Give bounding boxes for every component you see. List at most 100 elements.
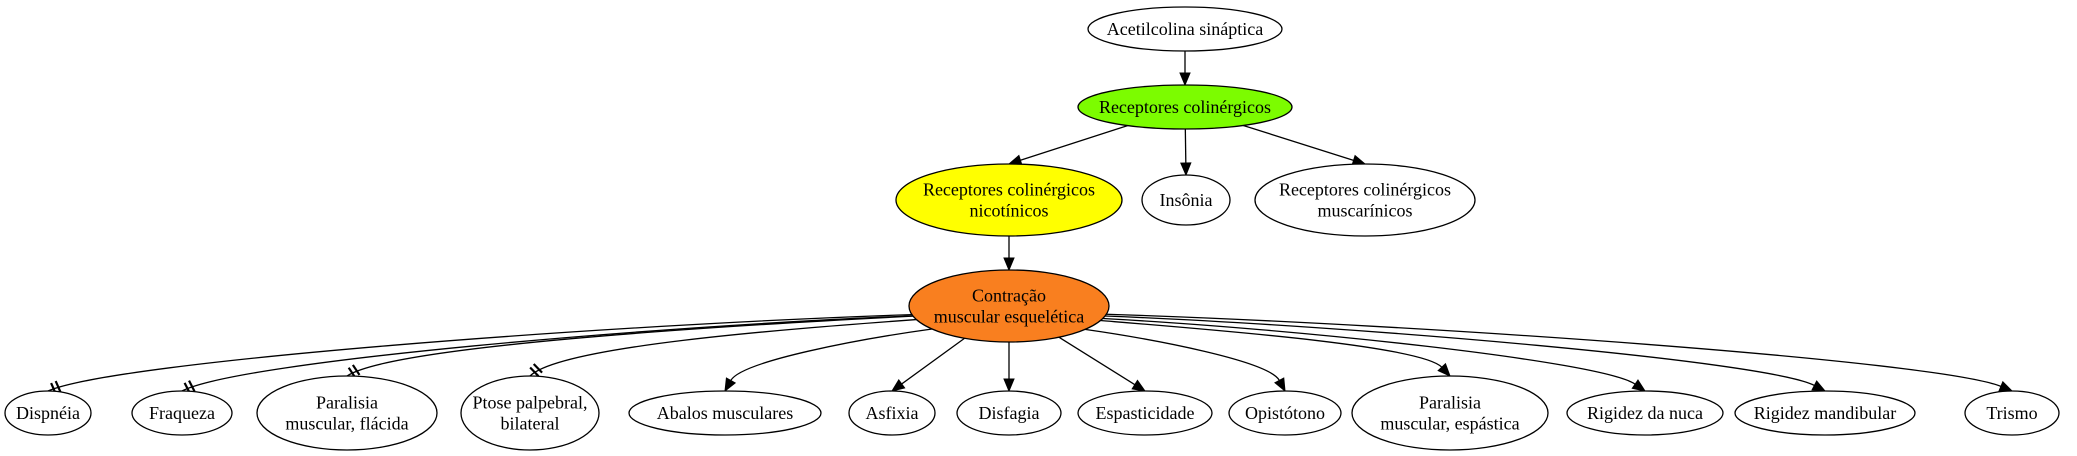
arrow-head-icon <box>1180 162 1192 177</box>
node-asfixia-ellipse <box>848 390 936 436</box>
edge-acetilcolina-to-receptores <box>1179 51 1191 87</box>
edge-line <box>730 328 933 381</box>
node-nicotinicos-label: nicotínicos <box>970 201 1049 221</box>
node-espasticidade-ellipse <box>1077 390 1213 436</box>
node-trismo: Trismo <box>1964 390 2060 436</box>
node-muscarinicos-label: Receptores colinérgicos <box>1279 180 1451 200</box>
node-receptores-label: Receptores colinérgicos <box>1099 97 1271 117</box>
tee-mark-icon <box>188 380 196 392</box>
arrow-head-icon <box>1811 380 1827 392</box>
edge-nicotinicos-to-contracao <box>1003 235 1015 272</box>
edge-line <box>1100 319 1443 368</box>
edge-line <box>901 337 965 385</box>
edge-line <box>47 313 912 392</box>
node-dispneia-ellipse <box>4 390 92 436</box>
node-asfixia: Asfixia <box>848 390 936 436</box>
arrow-head-icon <box>1003 378 1015 393</box>
edge-receptores-to-nicotinicos <box>1007 124 1128 166</box>
node-insonia-label: Insônia <box>1160 190 1213 210</box>
edge-contracao-to-abalos <box>724 328 933 393</box>
edge-line <box>1184 128 1187 164</box>
edge-receptores-to-muscarinicos <box>1243 124 1367 166</box>
node-nicotinicos-ellipse <box>895 163 1123 237</box>
node-rigidez-mandibular-label: Rigidez mandibular <box>1754 403 1896 423</box>
node-ptose-label: Ptose palpebral, <box>473 393 588 413</box>
arrow-head-icon <box>890 379 906 392</box>
node-rigidez-nuca-ellipse <box>1566 390 1724 436</box>
edge-contracao-to-espasticidade <box>1058 336 1147 392</box>
node-insonia: Insônia <box>1141 174 1231 226</box>
node-rigidez-nuca-label: Rigidez da nuca <box>1587 403 1703 423</box>
node-rigidez-nuca: Rigidez da nuca <box>1566 390 1724 436</box>
edge-contracao-to-dispneia <box>47 313 912 395</box>
node-acetilcolina-label: Acetilcolina sináptica <box>1107 19 1263 39</box>
node-abalos-label: Abalos musculares <box>657 403 793 423</box>
node-opistotono: Opistótono <box>1228 390 1342 436</box>
node-fraqueza-ellipse <box>131 390 233 436</box>
tee-mark-icon <box>532 363 543 374</box>
node-paralisia-espastica-label: Paralisia <box>1419 393 1481 413</box>
edge-line <box>1058 336 1136 386</box>
arrow-head-icon <box>1131 379 1147 392</box>
arrow-head-icon <box>1003 257 1015 272</box>
node-rigidez-mandibular: Rigidez mandibular <box>1734 390 1916 436</box>
node-trismo-label: Trismo <box>1986 403 2037 423</box>
edge-contracao-to-opistotono <box>1084 328 1286 393</box>
node-abalos: Abalos musculares <box>628 390 822 436</box>
node-fraqueza: Fraqueza <box>131 390 233 436</box>
node-receptores: Receptores colinérgicos <box>1077 84 1293 130</box>
arrow-head-icon <box>1274 377 1286 393</box>
node-espasticidade: Espasticidade <box>1077 390 1213 436</box>
arrow-head-icon <box>1631 379 1647 392</box>
node-trismo-ellipse <box>1964 390 2060 436</box>
node-muscarinicos-ellipse <box>1254 163 1476 237</box>
edge-line <box>1102 317 1636 385</box>
edge-receptores-to-insonia <box>1180 128 1192 177</box>
node-ptose-ellipse <box>460 375 600 451</box>
node-paralisia-flacida-label: Paralisia <box>316 393 378 413</box>
node-acetilcolina: Acetilcolina sináptica <box>1087 6 1283 52</box>
node-opistotono-ellipse <box>1228 390 1342 436</box>
arrow-head-icon <box>1179 72 1191 87</box>
node-dispneia: Dispnéia <box>4 390 92 436</box>
edge-line <box>529 318 917 377</box>
node-ptose: Ptose palpebral,bilateral <box>460 375 600 451</box>
node-paralisia-espastica-ellipse <box>1351 375 1549 451</box>
edge-contracao-to-asfixia <box>890 337 965 392</box>
node-espasticidade-label: Espasticidade <box>1096 403 1195 423</box>
node-asfixia-label: Asfixia <box>866 403 919 423</box>
edge-contracao-to-rigidez-nuca <box>1102 317 1647 392</box>
node-paralisia-flacida-ellipse <box>256 375 438 451</box>
node-paralisia-espastica-label: muscular, espástica <box>1380 414 1519 434</box>
arrow-head-icon <box>724 377 737 393</box>
edge-contracao-to-trismo <box>1106 313 2014 392</box>
arrow-head-icon <box>1437 362 1451 377</box>
tee-mark-icon <box>54 380 62 393</box>
edge-line <box>181 315 913 392</box>
node-contracao-label: Contração <box>972 286 1046 306</box>
edge-line <box>1020 124 1128 161</box>
edge-contracao-to-disfagia <box>1003 341 1015 393</box>
node-disfagia: Disfagia <box>956 390 1062 436</box>
node-receptores-ellipse <box>1077 84 1293 130</box>
node-rigidez-mandibular-ellipse <box>1734 390 1916 436</box>
node-fraqueza-label: Fraqueza <box>149 403 215 423</box>
node-muscarinicos-label: muscarínicos <box>1318 201 1413 221</box>
node-contracao-label: muscular esquelética <box>934 307 1084 327</box>
node-disfagia-ellipse <box>956 390 1062 436</box>
node-nicotinicos-label: Receptores colinérgicos <box>923 180 1095 200</box>
tee-mark-icon <box>529 366 540 377</box>
node-opistotono-label: Opistótono <box>1245 403 1325 423</box>
edge-contracao-to-paralisia-espastica <box>1100 319 1451 377</box>
node-acetilcolina-ellipse <box>1087 6 1283 52</box>
edge-contracao-to-ptose <box>529 318 917 377</box>
edge-line <box>1084 328 1280 381</box>
node-disfagia-label: Disfagia <box>979 403 1040 423</box>
